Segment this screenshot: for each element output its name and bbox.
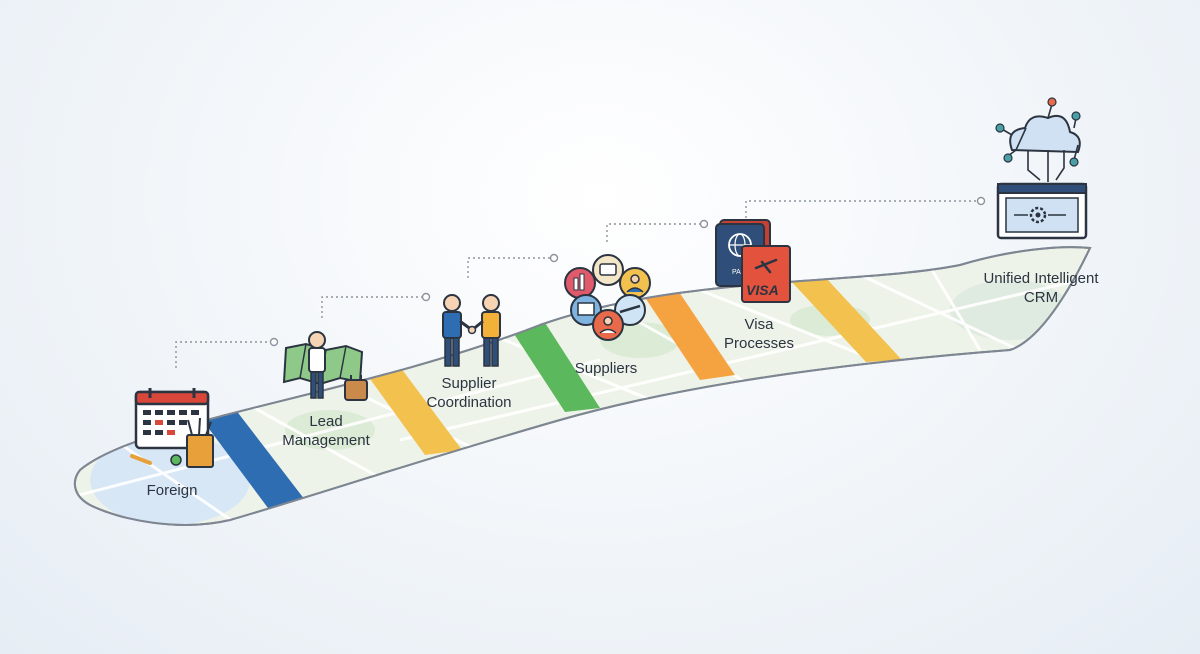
stripe-blue xyxy=(195,405,305,508)
stripe-green xyxy=(505,315,600,412)
supplier-network-icon xyxy=(564,254,651,341)
label-lead-management: Lead Management xyxy=(282,413,370,449)
label-visa-processes: Visa Processes xyxy=(723,316,795,352)
handshake-icon xyxy=(442,294,501,367)
visa-text: VISA xyxy=(746,282,779,298)
leader-lines xyxy=(175,200,978,368)
label-suppliers: Suppliers xyxy=(574,360,638,377)
leader-suppliers xyxy=(467,257,550,278)
leader-lead xyxy=(175,341,270,368)
stripe-yellow-1 xyxy=(360,360,462,455)
passport-visa-icon: PASS VISA xyxy=(715,219,791,303)
label-foreign: Foreign xyxy=(146,482,198,499)
traveler-map-icon xyxy=(282,331,368,401)
cloud-crm-icon xyxy=(995,97,1088,240)
leader-dots xyxy=(269,196,986,347)
stripe-yellow-2 xyxy=(790,278,902,362)
label-supplier-coordination: Supplier Coordination xyxy=(426,375,512,411)
leader-visa xyxy=(606,223,700,242)
leader-crm xyxy=(745,200,978,218)
stripe-orange xyxy=(640,286,735,380)
calendar-planning-icon xyxy=(130,388,214,468)
label-unified-crm: Unified Intelligent CRM xyxy=(983,270,1099,306)
leader-coordination xyxy=(321,296,422,318)
